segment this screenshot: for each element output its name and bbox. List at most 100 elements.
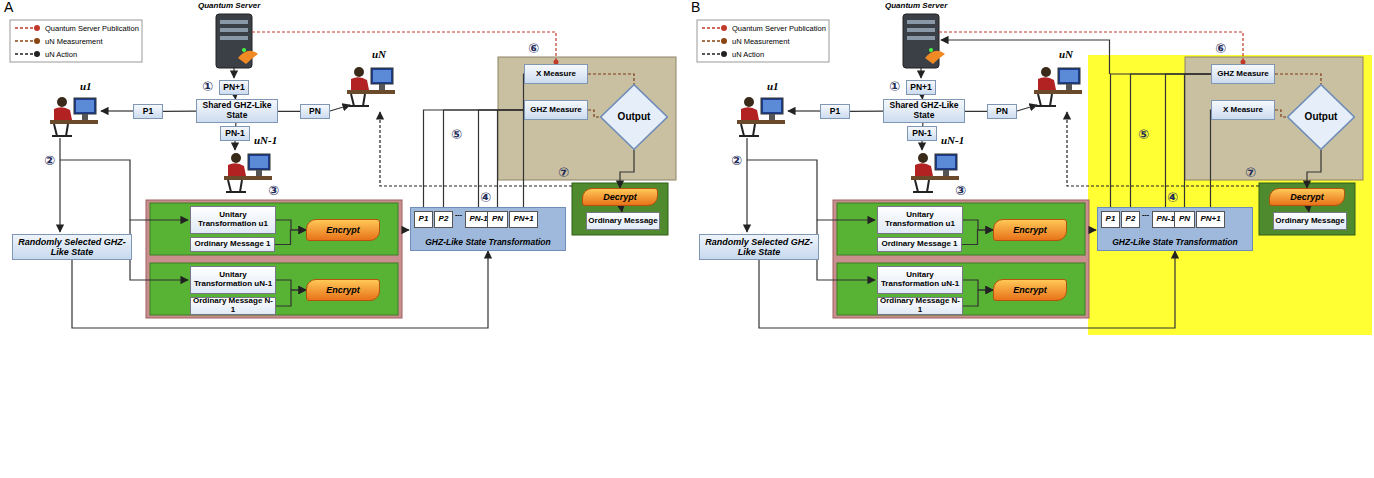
server-label: Quantum Server xyxy=(198,2,260,11)
callout-number: ① xyxy=(202,80,213,94)
callout-number: ⑥ xyxy=(1215,42,1226,56)
connector xyxy=(444,110,525,211)
node-text: Unitary Transformation u1 xyxy=(191,211,275,229)
particle-box: PN xyxy=(987,104,1017,119)
state-box: Shared GHZ-Like State xyxy=(883,99,965,123)
node-text: PN-1 xyxy=(469,215,487,224)
node-text: Output xyxy=(618,111,651,122)
legend-text: uN Action xyxy=(45,50,77,59)
ellipsis: --- xyxy=(1142,211,1149,219)
node-text: PN+1 xyxy=(910,83,932,93)
cipher-icon: Encrypt xyxy=(993,219,1067,241)
connector xyxy=(278,111,300,112)
node-text: Output xyxy=(1305,111,1338,122)
legend-text: Quantum Server Publication xyxy=(45,24,139,33)
node-text: Ordinary Message 1 xyxy=(881,240,957,249)
node-text: Unitary Transformation uN-1 xyxy=(191,271,275,289)
legend-line xyxy=(14,35,42,47)
node-text: PN xyxy=(492,215,503,224)
particle-box: PN+1 xyxy=(509,211,538,228)
node-text: Encrypt xyxy=(1013,225,1047,235)
particle-box: PN-1 xyxy=(220,126,250,141)
measure-box: X Measure xyxy=(1211,100,1275,120)
connector xyxy=(276,280,306,290)
node-text: P1 xyxy=(143,107,153,117)
connector xyxy=(1275,74,1321,84)
callout-number: ⑦ xyxy=(558,166,569,180)
node-text: Ordinary Message xyxy=(588,217,657,226)
legend-entry: uN Measurement xyxy=(701,35,790,47)
cipher-icon: Encrypt xyxy=(306,219,380,241)
node-text: Encrypt xyxy=(326,285,360,295)
callout-number: ③ xyxy=(268,184,279,198)
particle-box: PN+1 xyxy=(906,80,936,95)
connector xyxy=(275,230,306,245)
particle-box: PN+1 xyxy=(1196,211,1225,228)
transformation-box: GHZ-Like State TransformationP1P2PN-1PNP… xyxy=(1097,207,1253,251)
callout-number: ① xyxy=(889,80,900,94)
callout-number: ⑥ xyxy=(528,42,539,56)
callout-number: ④ xyxy=(480,191,491,205)
user-label: uN-1 xyxy=(941,134,964,146)
user-label: uN-1 xyxy=(254,134,277,146)
node-text: Ordinary Message N-1 xyxy=(191,297,275,315)
particle-box: PN+1 xyxy=(219,80,249,95)
node-text: PN+1 xyxy=(1200,215,1220,224)
particle-box: P2 xyxy=(434,211,453,228)
connector xyxy=(963,220,993,230)
node-text: PN xyxy=(1179,215,1190,224)
particle-box: P1 xyxy=(133,104,163,119)
user-label: u1 xyxy=(767,80,779,92)
node-text: Encrypt xyxy=(326,225,360,235)
legend-text: Quantum Server Publication xyxy=(732,24,826,33)
node-text: P2 xyxy=(439,215,449,224)
cipher-icon: Encrypt xyxy=(306,279,380,301)
node-text: Ordinary Message N-1 xyxy=(878,297,962,315)
node-text: X Measure xyxy=(536,70,576,79)
panel-letter: A xyxy=(4,0,13,15)
legend-entry: Quantum Server Publication xyxy=(14,22,139,34)
legend-text: uN Measurement xyxy=(45,37,103,46)
particle-box: P2 xyxy=(1121,211,1140,228)
connector xyxy=(479,110,525,211)
process-box: Ordinary Message N-1 xyxy=(190,297,276,315)
node-text: PN+1 xyxy=(223,83,245,93)
process-box: Ordinary Message xyxy=(586,212,660,230)
connector xyxy=(276,290,306,306)
legend-text: uN Measurement xyxy=(732,37,790,46)
connector xyxy=(620,150,634,188)
particle-box: PN-1 xyxy=(907,126,937,141)
connector xyxy=(1111,74,1212,211)
server-label: Quantum Server xyxy=(885,2,947,11)
node-text: GHZ-Like State Transformation xyxy=(425,238,550,248)
process-box: Unitary Transformation u1 xyxy=(190,206,276,234)
connector xyxy=(1275,110,1287,117)
node-text: X Measure xyxy=(1223,106,1263,115)
particle-box: P1 xyxy=(820,104,850,119)
measure-box: GHZ Measure xyxy=(524,100,588,120)
connector xyxy=(963,280,993,290)
connector xyxy=(588,110,600,117)
node-text: P1 xyxy=(419,215,429,224)
connector xyxy=(163,111,196,112)
node-text: Randomly Selected GHZ-Like State xyxy=(700,237,818,257)
connector xyxy=(759,251,1175,328)
connector xyxy=(1210,110,1212,211)
node-text: PN-1 xyxy=(225,129,244,139)
user-label: u1 xyxy=(80,80,92,92)
connector xyxy=(276,220,306,230)
node-text: PN xyxy=(996,107,1008,117)
legend-entry: uN Measurement xyxy=(14,35,103,47)
particle-box: P1 xyxy=(1101,211,1120,228)
node-text: Decrypt xyxy=(1290,192,1324,202)
measure-box: X Measure xyxy=(524,64,588,84)
legend-entry: uN Action xyxy=(14,48,77,60)
node-text: GHZ-Like State Transformation xyxy=(1112,238,1237,248)
panel-letter: B xyxy=(691,0,700,15)
process-box: Ordinary Message 1 xyxy=(190,237,275,252)
connector xyxy=(498,110,525,211)
node-text: Ordinary Message 1 xyxy=(194,240,270,249)
process-box: Ordinary Message xyxy=(1273,212,1347,230)
legend-line xyxy=(701,48,729,60)
process-box: Unitary Transformation uN-1 xyxy=(877,266,963,294)
